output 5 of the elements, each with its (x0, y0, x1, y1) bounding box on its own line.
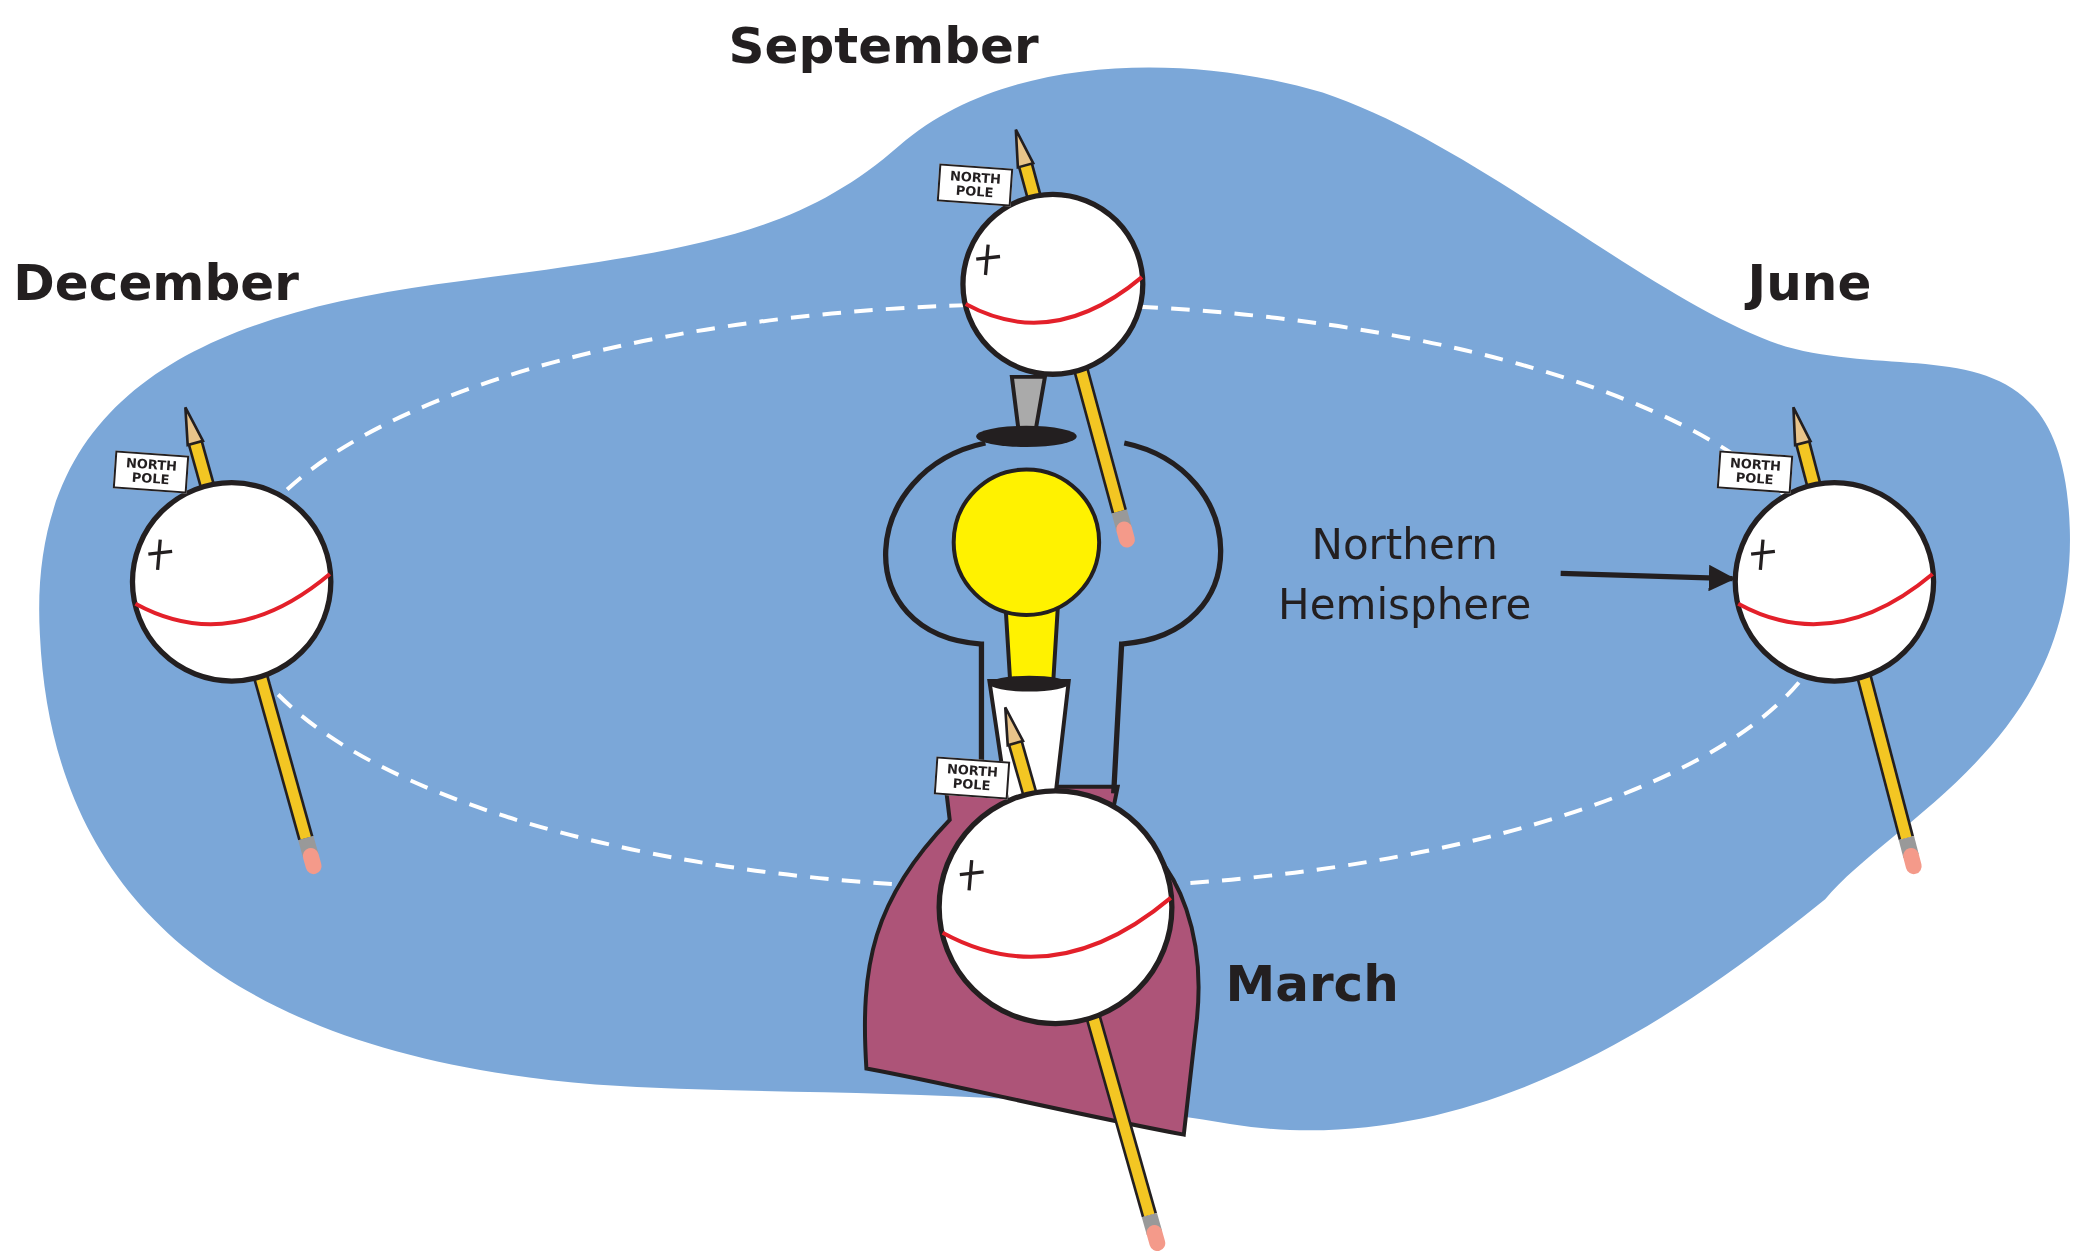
month-label: December (13, 254, 299, 313)
month-label: March (1225, 955, 1399, 1014)
arrow (1560, 564, 1736, 592)
month-label: September (728, 17, 1039, 76)
label-text: Northern Hemisphere (1254, 515, 1555, 636)
